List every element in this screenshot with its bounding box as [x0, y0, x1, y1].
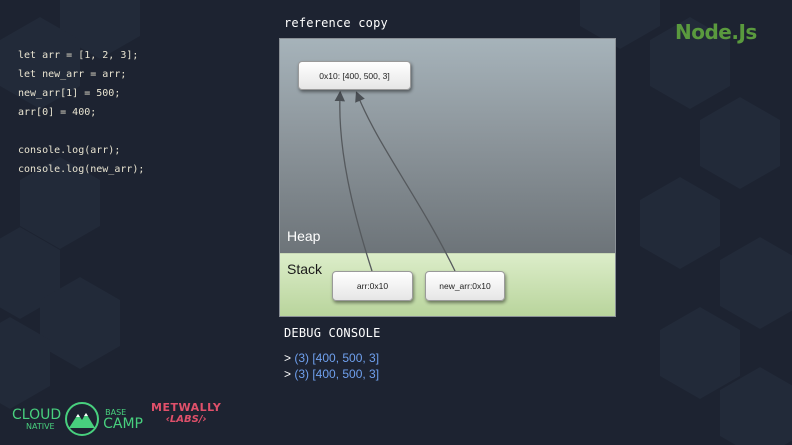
metwally-labs-logo: METWALLY ‹LABS/› — [151, 401, 221, 425]
memory-diagram: Heap Stack 0x10: [400, 500, 3] arr:0x10 … — [279, 38, 616, 317]
code-line: let new_arr = arr; — [18, 69, 127, 80]
code-line: console.log(arr); — [18, 145, 121, 156]
labs-text: ‹LABS/› — [165, 414, 207, 425]
console-prompt: > — [284, 367, 295, 381]
diagram-title: reference copy — [284, 16, 388, 30]
console-title: DEBUG CONSOLE — [284, 326, 381, 340]
metwally-text: METWALLY — [151, 401, 222, 414]
reference-arrows — [334, 90, 456, 272]
cloud-native-text: CLOUD — [12, 406, 62, 423]
console-value: (3) [400, 500, 3] — [294, 351, 380, 365]
arrow-arr — [334, 90, 373, 272]
code-line: let arr = [1, 2, 3]; — [18, 50, 139, 61]
heap-object: 0x10: [400, 500, 3] — [298, 61, 411, 90]
heap-label: Heap — [287, 228, 321, 244]
base-text: BASE — [105, 407, 127, 417]
cloud-native-logo: CLOUD NATIVE BASE CAMP — [12, 402, 143, 436]
stack-label: Stack — [287, 261, 323, 277]
console-prompt: > — [284, 351, 295, 365]
console-value: (3) [400, 500, 3] — [294, 367, 380, 381]
mountain-icon — [65, 402, 100, 436]
code-editor: let arr = [1, 2, 3]; let new_arr = arr; ne… — [18, 46, 144, 179]
stack-var-new-arr: new_arr:0x10 — [425, 271, 505, 301]
code-line — [18, 122, 144, 141]
camp-text: CAMP — [103, 415, 143, 432]
stack-var-arr: arr:0x10 — [332, 271, 413, 301]
console-line: > (3) [400, 500, 3] — [284, 351, 379, 365]
code-line: console.log(new_arr); — [18, 164, 145, 175]
arrow-new-arr — [355, 91, 456, 272]
console-line: > (3) [400, 500, 3] — [284, 367, 379, 381]
code-line: arr[0] = 400; — [18, 107, 97, 118]
nodejs-logo: Node.Js — [675, 20, 757, 44]
code-line: new_arr[1] = 500; — [18, 88, 121, 99]
native-text: NATIVE — [26, 421, 55, 431]
